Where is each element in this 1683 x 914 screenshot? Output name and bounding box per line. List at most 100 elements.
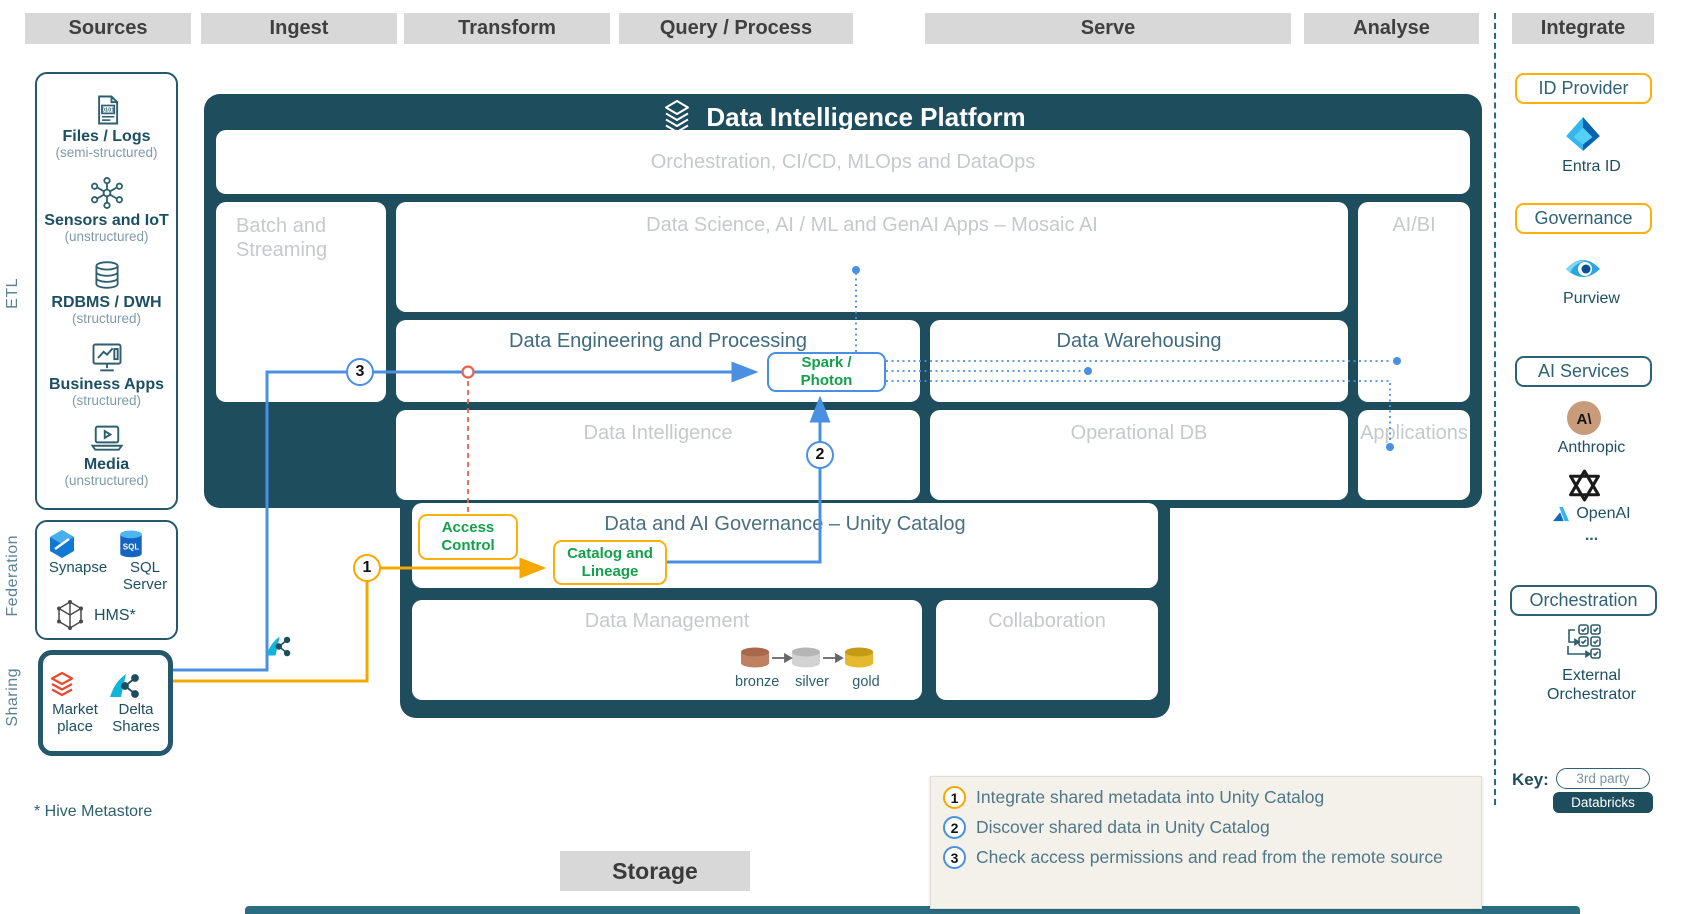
legend-text-1: Integrate shared metadata into Unity Cat…	[976, 787, 1325, 807]
delta-sharing-flow-icon	[264, 634, 292, 659]
legend-num-2: 2	[943, 816, 966, 839]
source-business-apps: Business Apps (structured)	[37, 342, 176, 408]
stage-transform: Transform	[404, 13, 610, 44]
file-code-icon: 0101	[97, 95, 118, 125]
external-orchestrator-line1: External	[1562, 667, 1621, 684]
source-sensors-iot: Sensors and IoT (unstructured)	[37, 176, 176, 244]
key-label: Key:	[1512, 770, 1549, 789]
orchestration-box: Orchestration, CI/CD, MLOps and DataOps	[216, 130, 1470, 194]
federation-sql-server: SQL SQL Server	[117, 529, 173, 593]
hive-metastore-footnote: * Hive Metastore	[34, 803, 153, 820]
key-third-party-label: 3rd party	[1576, 771, 1630, 786]
sharing-side-label: Sharing	[4, 668, 21, 727]
collaboration-label: Collaboration	[988, 610, 1106, 632]
stage-sources: Sources	[25, 13, 191, 44]
stage-query-process: Query / Process	[619, 13, 853, 44]
ai-bi-box: AI/BI	[1358, 202, 1470, 402]
spark-label-line1: Spark /	[801, 354, 852, 371]
stage-ingest: Ingest	[201, 13, 397, 44]
source-sub: (structured)	[71, 311, 142, 326]
orchestration-pill-label: Orchestration	[1529, 590, 1638, 610]
data-warehousing-box: Data Warehousing	[930, 320, 1348, 402]
steps-legend: 1 Integrate shared metadata into Unity C…	[930, 776, 1482, 909]
collaboration-box: Collaboration	[936, 600, 1158, 700]
legend-text-3: Check access permissions and read from t…	[976, 847, 1443, 867]
federation-item-label: HMS*	[94, 606, 136, 624]
catalog-lineage-box: Catalog and Lineage	[553, 540, 667, 585]
ai-bi-label: AI/BI	[1392, 214, 1436, 236]
spark-label-line2: Photon	[800, 372, 853, 389]
legend-num-3: 3	[943, 846, 966, 869]
source-label: Media	[83, 456, 130, 473]
gold-label: gold	[852, 674, 880, 690]
marketplace-icon	[50, 671, 74, 697]
source-label: Files / Logs	[62, 128, 151, 145]
access-control-box: Access Control	[418, 514, 518, 560]
external-orchestrator-label: External Orchestrator	[1500, 666, 1683, 704]
federation-item-label: SQL Server	[122, 559, 168, 593]
step-3-marker: 3	[346, 358, 374, 386]
anthropic-glyph: A\	[1577, 411, 1593, 428]
purview-label: Purview	[1563, 290, 1620, 307]
catalog-lineage-line1: Catalog and	[567, 544, 653, 562]
file-icon-text: 0101	[101, 108, 113, 114]
source-sub: (unstructured)	[64, 473, 149, 488]
key-databricks-label: Databricks	[1571, 795, 1635, 810]
dashed-separator	[1494, 13, 1496, 805]
id-provider-pill: ID Provider	[1515, 73, 1652, 104]
key-third-party-pill: 3rd party	[1556, 768, 1650, 789]
azure-logo-icon	[1553, 506, 1570, 522]
source-label: RDBMS / DWH	[51, 294, 162, 311]
silver-label: silver	[795, 674, 829, 690]
data-intelligence-label: Data Intelligence	[583, 422, 733, 444]
sql-icon-text: SQL	[123, 542, 140, 551]
source-rdbms-dwh: RDBMS / DWH (structured)	[37, 260, 176, 326]
delta-shares-icon	[110, 674, 139, 698]
step-2-marker: 2	[806, 441, 834, 469]
legend-item-2: 2 Discover shared data in Unity Catalog	[943, 816, 1469, 839]
source-label: Sensors and IoT	[44, 212, 169, 229]
applications-box: Applications	[1358, 410, 1470, 500]
source-sub: (unstructured)	[64, 229, 149, 244]
openai-icon	[1567, 468, 1602, 503]
batch-streaming-label: Batch and Streaming	[236, 215, 328, 261]
data-warehousing-label: Data Warehousing	[1056, 330, 1222, 352]
source-files-logs: 0101 Files / Logs (semi-structured)	[37, 94, 176, 160]
source-sub: (structured)	[71, 393, 142, 408]
external-orchestrator-icon	[1566, 624, 1602, 660]
data-management-label: Data Management	[584, 610, 750, 632]
operational-db-box: Operational DB	[930, 410, 1348, 500]
access-control-line2: Control	[441, 537, 495, 554]
bottom-strip	[245, 906, 1580, 914]
legend-text-2: Discover shared data in Unity Catalog	[976, 817, 1270, 837]
orchestration-pill: Orchestration	[1510, 585, 1657, 616]
storage-label: Storage	[612, 857, 698, 884]
step-1-marker: 1	[353, 554, 381, 582]
bronze-label: bronze	[735, 674, 780, 690]
platform-title: Data Intelligence Platform	[706, 101, 1026, 132]
ai-services-pill: AI Services	[1515, 356, 1652, 387]
applications-label: Applications	[1360, 422, 1468, 444]
media-laptop-icon	[90, 425, 123, 451]
stage-serve: Serve	[925, 13, 1291, 44]
entra-id-label: Entra ID	[1562, 158, 1621, 175]
anthropic-icon: A\	[1566, 400, 1602, 436]
orchestration-label: Orchestration, CI/CD, MLOps and DataOps	[650, 150, 1036, 173]
id-provider-label: ID Provider	[1538, 78, 1629, 98]
legend-num-1: 1	[943, 786, 966, 809]
federation-hms: HMS*	[53, 598, 136, 632]
sources-panel: 0101 Files / Logs (semi-structured) Sens…	[35, 72, 178, 510]
unity-catalog-box: Data and AI Governance – Unity Catalog	[412, 503, 1158, 588]
iot-network-icon	[90, 177, 123, 209]
stage-integrate: Integrate	[1512, 13, 1654, 44]
catalog-lineage-line2: Lineage	[581, 562, 639, 580]
external-orchestrator-line2: Orchestrator	[1547, 686, 1636, 703]
stage-analyse: Analyse	[1304, 13, 1479, 44]
unity-catalog-label: Data and AI Governance – Unity Catalog	[604, 513, 966, 535]
data-science-box: Data Science, AI / ML and GenAI Apps – M…	[396, 202, 1348, 312]
sharing-item-label: Market place	[52, 701, 98, 735]
storage-bar: Storage	[560, 851, 750, 891]
medallion-cylinders-icon	[741, 647, 873, 668]
operational-db-label: Operational DB	[1070, 422, 1208, 444]
